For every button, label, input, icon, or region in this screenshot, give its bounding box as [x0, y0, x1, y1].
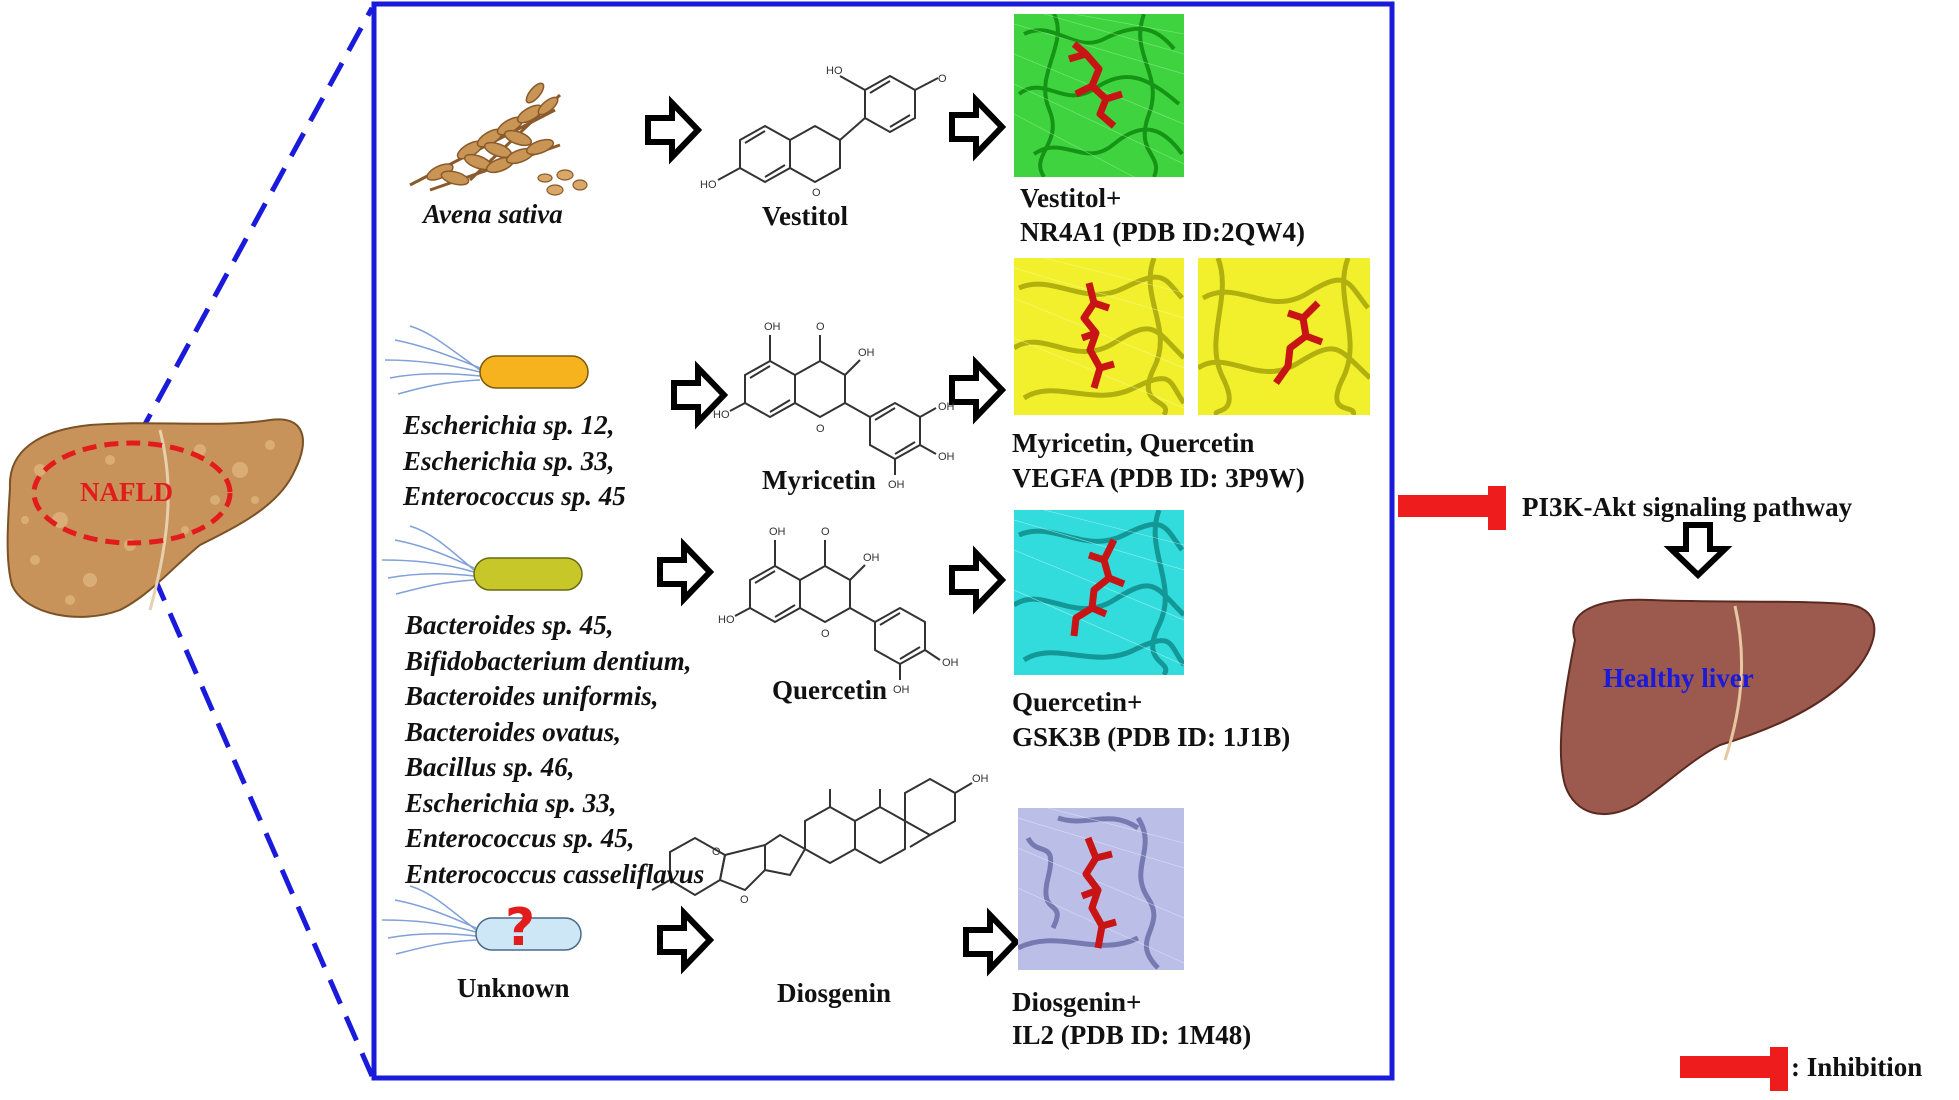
- bacteria-item: Enterococcus sp. 45,: [405, 823, 635, 853]
- bacteria-item: Bacillus sp. 46,: [405, 752, 575, 782]
- svg-text:OH: OH: [858, 347, 875, 359]
- bacterium-olive-icon: [381, 525, 583, 595]
- diosgenin-structure: [651, 777, 973, 897]
- bacteria-item: Bifidobacterium dentium,: [405, 645, 692, 676]
- protein-panel-vegfa-quercetin: [1198, 258, 1370, 415]
- svg-text:O: O: [816, 423, 825, 435]
- svg-text:O: O: [938, 73, 947, 85]
- target-label-vestitol-line2: NR4A1 (PDB ID:2QW4): [1020, 217, 1305, 247]
- target-label-diosgenin-line2: IL2 (PDB ID: 1M48): [1012, 1020, 1252, 1050]
- source-label-unknown: Unknown: [457, 973, 570, 1003]
- target-label-myricetin-line1: Myricetin, Quercetin: [1012, 428, 1255, 458]
- ligand-icon: [1070, 538, 1126, 637]
- myricetin-structure: [729, 335, 937, 475]
- target-label-myricetin-line2: VEGFA (PDB ID: 3P9W): [1012, 463, 1305, 493]
- ligand-icon: [1068, 41, 1124, 129]
- compound-label-myricetin: Myricetin: [762, 465, 876, 495]
- bacteria-list-quercetin: Bacteroides sp. 45, Bifidobacterium dent…: [405, 608, 704, 892]
- svg-text:O: O: [712, 846, 721, 858]
- protein-panel-nr4a1: [1014, 14, 1184, 177]
- svg-text:O: O: [821, 628, 830, 640]
- nafld-ellipse: [31, 440, 233, 546]
- quercetin-structure: [734, 540, 941, 680]
- oat-grain-icon: [409, 82, 588, 196]
- healthy-liver-icon: [1559, 598, 1876, 815]
- compound-label-diosgenin: Diosgenin: [777, 978, 892, 1008]
- zoom-line-top: [135, 6, 375, 439]
- svg-text:O: O: [821, 526, 830, 538]
- svg-text:OH: OH: [938, 451, 955, 463]
- svg-text:OH: OH: [888, 479, 905, 491]
- question-mark-icon: ?: [505, 898, 536, 958]
- bacteria-item: Escherichia sp. 33,: [405, 787, 617, 818]
- bacteria-item: Bacteroides uniformis,: [405, 681, 659, 711]
- svg-text:OH: OH: [769, 526, 786, 538]
- vestitol-structure: [717, 74, 939, 184]
- svg-text:OH: OH: [863, 552, 880, 564]
- protein-panel-il2: [1018, 808, 1184, 970]
- svg-text:O: O: [740, 894, 749, 906]
- legend-inhibition-icon: [1680, 1047, 1788, 1091]
- svg-text:O: O: [816, 321, 825, 333]
- nafld-label: NAFLD: [80, 477, 173, 507]
- main-box: [371, 1, 1395, 1081]
- ligand-icon: [1080, 282, 1115, 390]
- target-label-diosgenin-line1: Diosgenin+: [1012, 987, 1142, 1017]
- svg-text:HO: HO: [713, 409, 730, 421]
- inhibition-symbol-icon: [1398, 486, 1506, 530]
- target-label-quercetin-line2: GSK3B (PDB ID: 1J1B): [1012, 722, 1291, 752]
- svg-text:HO: HO: [718, 614, 735, 626]
- source-label-avena: Avena sativa: [423, 199, 563, 229]
- svg-text:HO: HO: [826, 65, 843, 77]
- legend-inhibition-label: : Inhibition: [1791, 1052, 1923, 1082]
- pathway-arrow-icon: [1663, 522, 1733, 580]
- compound-label-quercetin: Quercetin: [772, 675, 887, 705]
- bacteria-item: Bacteroides ovatus,: [405, 716, 621, 747]
- svg-text:O: O: [812, 187, 821, 199]
- bacteria-item: Bacteroides sp. 45,: [405, 610, 614, 640]
- bacteria-item: Escherichia sp. 33,: [403, 445, 615, 476]
- target-label-vestitol-line1: Vestitol+: [1020, 183, 1122, 213]
- svg-text:OH: OH: [942, 657, 959, 669]
- target-label-quercetin-line1: Quercetin+: [1012, 687, 1143, 717]
- bacterium-unknown-icon: [381, 885, 582, 955]
- compound-label-vestitol: Vestitol: [762, 201, 848, 231]
- svg-text:OH: OH: [893, 684, 910, 696]
- bacterium-orange-icon: [384, 325, 589, 395]
- bacteria-item: Escherichia sp. 12,: [403, 410, 615, 440]
- svg-text:OH: OH: [764, 321, 781, 333]
- bacteria-item: Enterococcus casseliflavus: [405, 858, 705, 889]
- svg-text:OH: OH: [938, 401, 955, 413]
- bacteria-item: Enterococcus sp. 45: [403, 481, 626, 511]
- svg-text:OH: OH: [972, 773, 989, 785]
- pathway-label: PI3K-Akt signaling pathway: [1522, 492, 1853, 522]
- nafld-liver-icon: [6, 418, 304, 618]
- ligand-icon: [1273, 300, 1324, 386]
- protein-panel-gsk3b: [1014, 510, 1184, 675]
- zoom-line-bottom: [135, 538, 375, 1078]
- protein-panel-vegfa-myricetin: [1014, 258, 1184, 415]
- healthy-liver-label: Healthy liver: [1603, 663, 1754, 693]
- bacteria-list-myricetin: Escherichia sp. 12, Escherichia sp. 33, …: [403, 408, 626, 515]
- ligand-icon: [1080, 836, 1117, 949]
- svg-text:HO: HO: [700, 179, 717, 191]
